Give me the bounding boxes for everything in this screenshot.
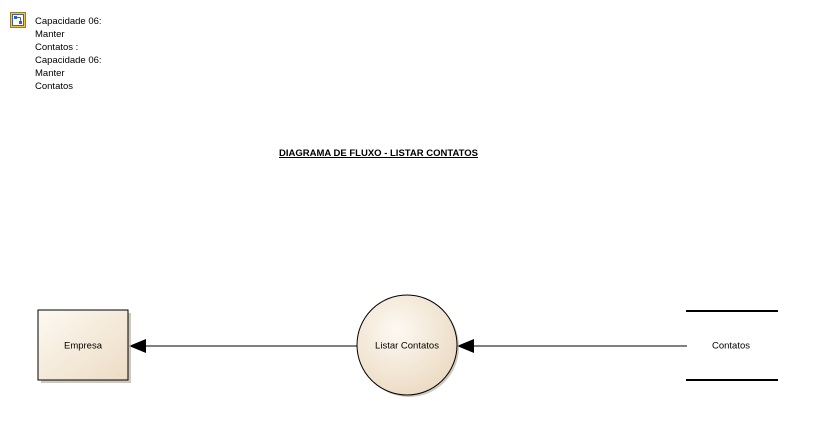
diagram-note: Capacidade 06: Manter Contatos : Capacid… [35,15,145,93]
process-listar-contatos[interactable]: Listar Contatos [356,294,459,397]
data-store-contatos[interactable]: Contatos [686,310,778,381]
process-label: Listar Contatos [375,341,439,352]
note-line: Contatos : [35,42,79,53]
data-store-label: Contatos [712,341,750,352]
note-line: Contatos [35,81,74,92]
diagram-title: DIAGRAMA DE FLUXO - LISTAR CONTATOS [279,148,478,159]
flow-datastore-to-process[interactable] [457,339,687,353]
flow-process-to-entity[interactable] [129,339,357,353]
note-line: Manter [35,68,65,79]
note-line: Capacidade 06: [35,55,102,66]
external-entity-empresa[interactable]: Empresa [37,309,131,383]
diagram-icon [10,12,26,28]
note-line: Manter [35,29,65,40]
note-line: Capacidade 06: [35,16,102,27]
entity-label: Empresa [64,341,103,352]
